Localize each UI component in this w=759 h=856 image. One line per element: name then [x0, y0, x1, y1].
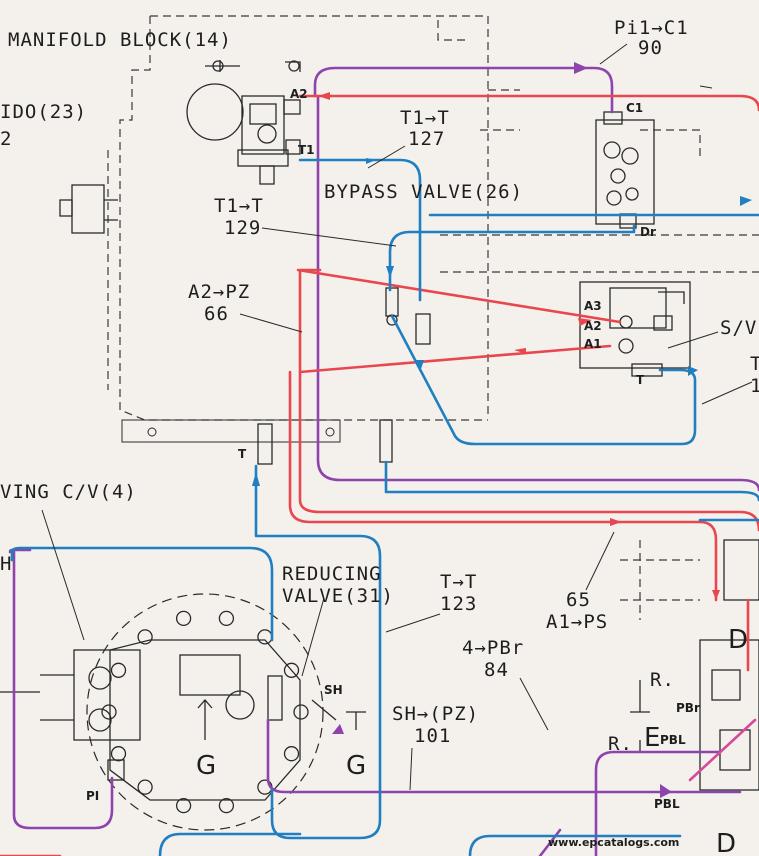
- label-valve-31: VALVE(31): [282, 585, 394, 607]
- labels: MANIFOLD BLOCK(14) IDO(23) 2 Pi1→C1 90 T…: [0, 17, 759, 856]
- label-pi1-c1: Pi1→C1: [614, 17, 689, 39]
- manifold-frame: [107, 15, 759, 443]
- label-pbr: 4→PBr: [462, 637, 524, 659]
- port-pbr: PBr: [676, 701, 700, 715]
- label-sh-pz-num: 101: [414, 725, 451, 747]
- port-pbl: PBL: [660, 733, 686, 747]
- label-manifold-block: MANIFOLD BLOCK(14): [8, 29, 232, 51]
- port-r2: R.: [608, 733, 633, 755]
- swing-motor: [0, 593, 337, 831]
- port-a3: A3: [584, 299, 602, 313]
- label-t-right-num: 1: [750, 375, 759, 397]
- label-a1-ps: A1→PS: [546, 611, 608, 633]
- port-a2: A2: [290, 87, 308, 101]
- bolt-hole: [283, 746, 300, 762]
- bolt-hole: [257, 629, 273, 645]
- port-r1: R.: [650, 669, 675, 691]
- label-t1-t-129: T1→T: [214, 195, 264, 217]
- leader-lines: [41, 43, 753, 791]
- bolt-hole: [137, 779, 153, 795]
- label-bypass-valve: BYPASS VALVE(26): [324, 181, 523, 203]
- label-a1-ps-num: 65: [566, 589, 591, 611]
- bolt-hole: [110, 746, 127, 762]
- port-pi: PI: [86, 789, 99, 803]
- label-ido: IDO(23): [0, 101, 87, 123]
- section-mark-d2: D: [716, 829, 736, 856]
- label-h-left: H: [0, 553, 12, 575]
- label-t1-t-127: T1→T: [400, 107, 450, 129]
- port-a1-sv: A1: [584, 337, 602, 351]
- label-t-t-123-num: 123: [440, 593, 477, 615]
- label-t-right: T: [750, 353, 759, 375]
- label-t1-t-129-num: 129: [224, 217, 261, 239]
- label-t1-t-127-num: 127: [408, 128, 445, 150]
- fittings-mid: [257, 287, 431, 465]
- hose-pink-right: [688, 718, 757, 782]
- ido-component: [59, 184, 118, 234]
- section-mark-g1: G: [196, 751, 216, 781]
- label-a2-pz: A2→PZ: [188, 281, 250, 303]
- section-mark-g2: G: [346, 751, 366, 781]
- port-sh: SH: [324, 683, 343, 697]
- label-reducing: REDUCING: [282, 563, 382, 585]
- section-mark-e: E: [644, 723, 660, 753]
- label-t-t-123: T→T: [440, 571, 477, 593]
- port-pbl-2: PBL: [654, 797, 680, 811]
- section-mark-d1: D: [728, 625, 748, 655]
- watermark: www.epcatalogs.com: [548, 836, 679, 849]
- bolt-hole: [293, 704, 309, 720]
- label-sh-pz: SH→(PZ): [392, 703, 479, 725]
- label-pi1-c1-num: 90: [638, 37, 663, 59]
- port-c1: C1: [626, 101, 643, 115]
- bolt-hole: [175, 797, 192, 814]
- port-t-block: T: [238, 447, 247, 461]
- pilot-valve-block: [595, 111, 701, 229]
- bolt-hole: [110, 662, 127, 678]
- bolt-hole: [175, 610, 192, 627]
- port-t-sv: T: [636, 373, 645, 387]
- label-s-v: S/V: [720, 317, 757, 339]
- bolt-hole: [218, 797, 235, 814]
- port-t1: T1: [298, 143, 315, 157]
- bolt-hole: [137, 629, 153, 645]
- bolt-hole: [101, 704, 117, 720]
- swing-motor-bolt-circles: [101, 610, 309, 814]
- label-pbr-num: 84: [484, 659, 509, 681]
- label-swing-cv: VING C/V(4): [0, 481, 137, 503]
- bolt-hole: [218, 610, 235, 627]
- bolt-hole: [283, 662, 300, 678]
- port-a2-sv: A2: [584, 319, 602, 333]
- label-a2-pz-num: 66: [204, 303, 229, 325]
- flow-arrows: [252, 62, 752, 798]
- label-ido-num: 2: [0, 128, 12, 150]
- manifold-block-component: [186, 60, 301, 185]
- port-dr: Dr: [640, 225, 656, 239]
